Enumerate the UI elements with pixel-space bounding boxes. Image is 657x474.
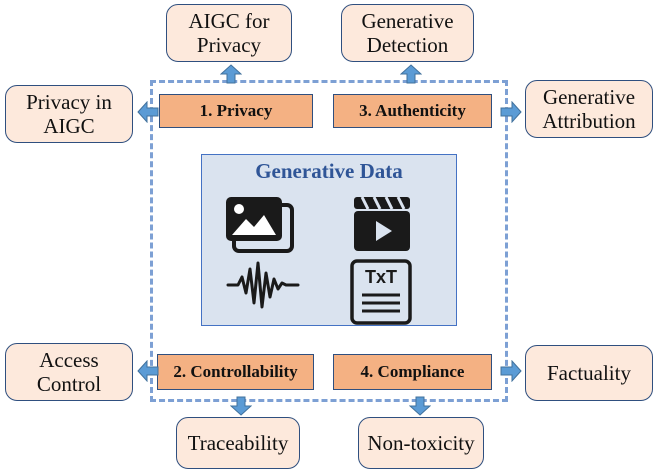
topic-generative-attribution: Generative Attribution	[525, 80, 653, 138]
image-icon	[226, 197, 294, 253]
arrow-down-icon	[409, 396, 431, 416]
topic-access-control: Access Control	[5, 343, 133, 401]
category-compliance: 4. Compliance	[333, 354, 492, 390]
arrow-up-icon	[220, 64, 242, 84]
arrow-left-icon	[137, 101, 159, 123]
topic-aigc-for-privacy: AIGC for Privacy	[166, 4, 292, 62]
category-controllability: 2. Controllability	[157, 354, 314, 390]
text-icon-label: TxT	[365, 267, 397, 287]
text-document-icon: TxT	[350, 259, 412, 325]
topic-traceability: Traceability	[176, 417, 300, 469]
core-title: Generative Data	[255, 159, 403, 183]
topic-non-toxicity: Non-toxicity	[358, 417, 484, 469]
topic-factuality: Factuality	[525, 345, 653, 401]
arrow-right-icon	[500, 360, 522, 382]
dashed-container	[150, 80, 508, 402]
category-privacy: 1. Privacy	[159, 94, 313, 128]
topic-generative-detection: Generative Detection	[341, 4, 474, 62]
arrow-up-icon	[400, 64, 422, 84]
category-authenticity: 3. Authenticity	[333, 94, 492, 128]
generative-data-panel: Generative Data TxT	[201, 154, 457, 326]
video-icon	[354, 196, 410, 251]
topic-privacy-in-aigc: Privacy in AIGC	[5, 85, 133, 143]
arrow-right-icon	[500, 101, 522, 123]
arrow-down-icon	[230, 396, 252, 416]
audio-waveform-icon	[226, 261, 300, 309]
arrow-left-icon	[137, 360, 159, 382]
